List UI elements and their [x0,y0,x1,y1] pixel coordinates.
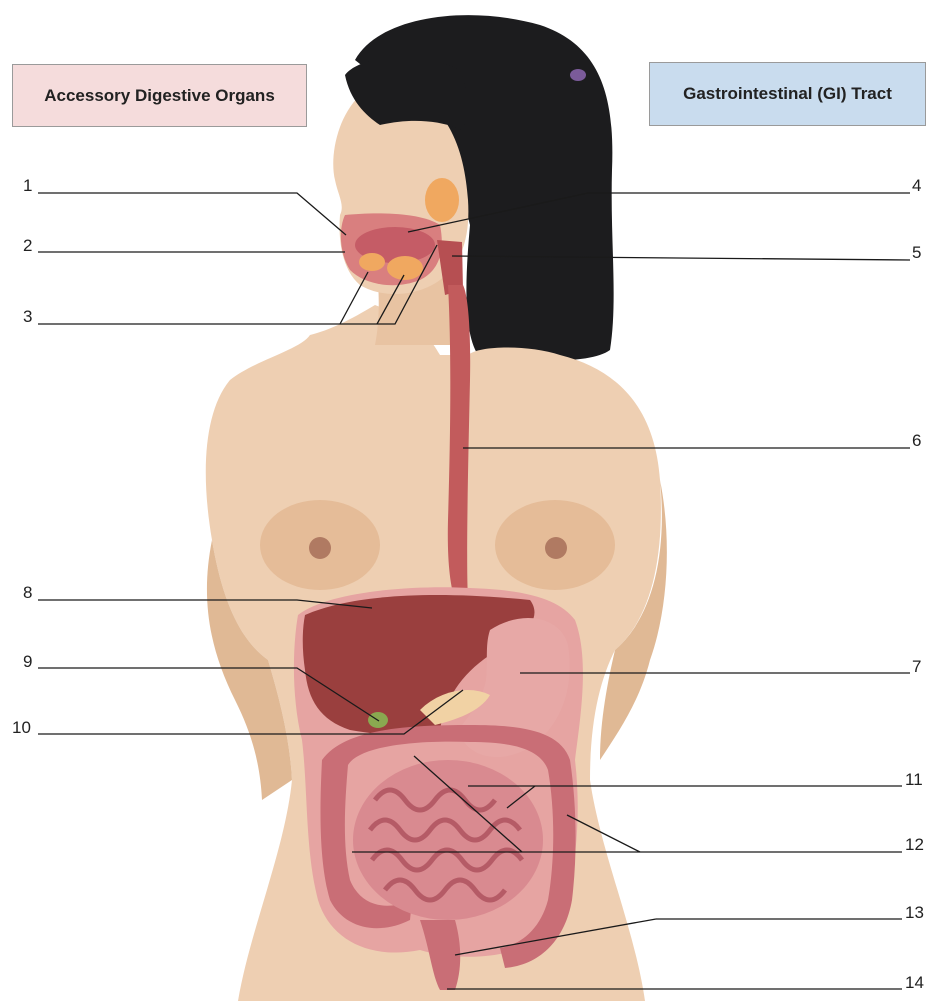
label-5: 5 [912,244,921,261]
hair-tie [570,69,586,81]
accessory-organs-title: Accessory Digestive Organs [44,86,275,106]
leader-1 [38,193,346,235]
label-11: 11 [905,771,923,788]
label-2: 2 [23,237,32,254]
label-9: 9 [23,653,32,670]
esophagus [448,285,470,600]
label-1: 1 [23,177,32,194]
submandibular-gland [387,256,423,280]
gi-tract-legend: Gastrointestinal (GI) Tract [649,62,926,126]
label-6: 6 [912,432,921,449]
label-14: 14 [905,974,924,991]
accessory-organs-legend: Accessory Digestive Organs [12,64,307,127]
sublingual-gland [359,253,385,271]
label-3: 3 [23,308,32,325]
label-8: 8 [23,584,32,601]
gi-tract-title: Gastrointestinal (GI) Tract [683,84,892,104]
right-nipple [545,537,567,559]
small-intestine [353,760,543,920]
label-10: 10 [12,719,31,736]
label-13: 13 [905,904,924,921]
label-7: 7 [912,658,921,675]
label-4: 4 [912,177,921,194]
label-12: 12 [905,836,924,853]
parotid-gland [425,178,459,222]
left-nipple [309,537,331,559]
